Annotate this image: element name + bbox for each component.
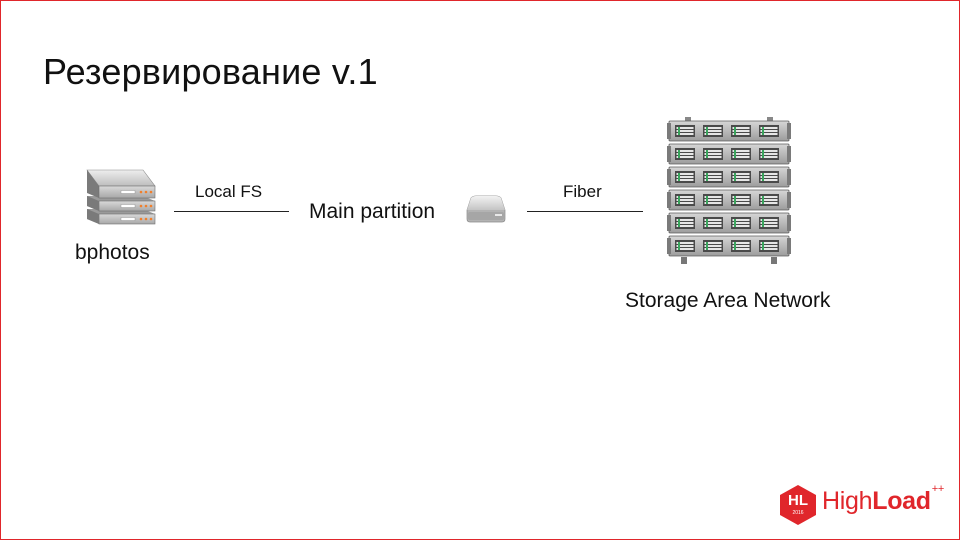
server-stack-icon bbox=[86, 169, 156, 225]
fiber-label: Fiber bbox=[563, 182, 602, 201]
logo-name-light: High bbox=[822, 487, 873, 515]
local-fs-label: Local FS bbox=[195, 182, 263, 201]
hl-hexagon-icon bbox=[780, 485, 816, 525]
logo-badge: HL bbox=[788, 492, 808, 509]
logo-plus: ++ bbox=[931, 483, 945, 495]
fiber-line bbox=[527, 211, 643, 212]
highload-logo: HL 2016 HighLoad++ bbox=[779, 483, 944, 526]
san-label: Storage Area Network bbox=[625, 289, 831, 312]
storage-rack-icon bbox=[667, 117, 791, 264]
hard-disk-icon bbox=[466, 195, 506, 223]
logo-name: HighLoad++ bbox=[822, 483, 944, 516]
logo-name-bold: Load bbox=[872, 487, 931, 515]
main-partition-label: Main partition bbox=[309, 200, 436, 223]
server-label: bphotos bbox=[75, 241, 150, 264]
logo-year: 2016 bbox=[792, 510, 804, 516]
local-fs-line bbox=[174, 211, 289, 212]
slide-title: Резервирование v.1 bbox=[43, 51, 378, 92]
